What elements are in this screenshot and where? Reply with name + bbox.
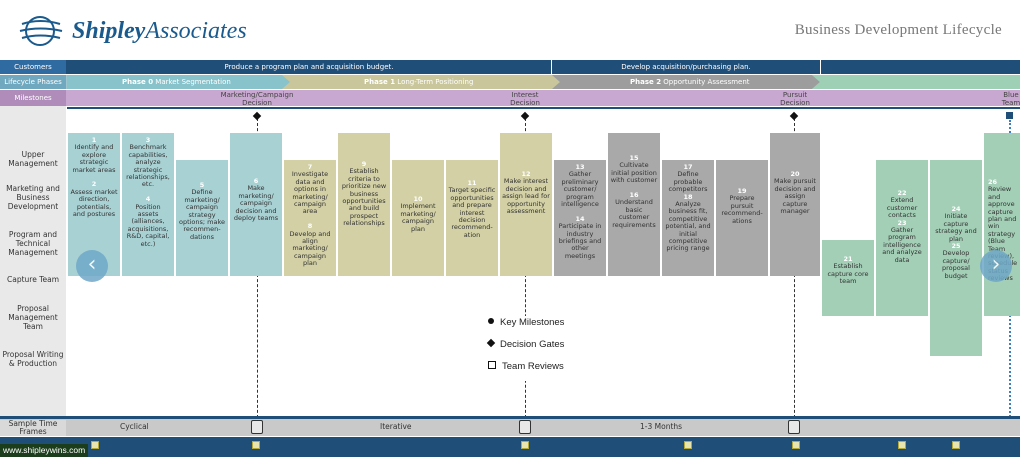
- decision-gate-diamond: [789, 111, 799, 121]
- previous-arrow-button[interactable]: ‹: [76, 250, 108, 282]
- gate-marker-icon: [788, 420, 800, 434]
- decision-gate-diamond: [520, 111, 530, 121]
- deliverable-icon[interactable]: [684, 441, 692, 449]
- lifecycle-label: Lifecycle Phases: [0, 75, 66, 89]
- band-divider: [551, 60, 552, 74]
- website-link[interactable]: www.shipleywins.com: [0, 444, 89, 457]
- legend: Key Milestones Decision Gates Team Revie…: [486, 316, 576, 381]
- timeframe-cyclical: Cyclical: [120, 422, 149, 431]
- brand-name: ShipleyAssociates: [72, 18, 247, 44]
- row-sample-time-frames: Sample Time Frames: [0, 420, 66, 436]
- phase-1-arrow: [282, 75, 560, 89]
- row-proposal-writing: Proposal Writing & Production: [2, 350, 64, 368]
- globe-icon: [19, 16, 63, 46]
- customers-label: Customers: [0, 60, 66, 74]
- next-arrow-button[interactable]: ›: [980, 250, 1012, 282]
- gate-marker-icon: [251, 420, 263, 434]
- timeline-rule: [67, 107, 1020, 109]
- legend-decision-gates: Decision Gates: [486, 338, 564, 350]
- page-title: Business Development Lifecycle: [794, 22, 1002, 38]
- band-divider: [820, 60, 821, 74]
- milestones-label: Milestones: [0, 90, 66, 106]
- phase-2-arrow: [552, 75, 820, 89]
- deliverable-icon[interactable]: [792, 441, 800, 449]
- milestones-row: [0, 90, 1020, 106]
- timeframe-1-3-months: 1-3 Months: [640, 422, 683, 431]
- timeframe-iterative: Iterative: [380, 422, 412, 431]
- customers-row: [0, 60, 1020, 74]
- phase-0-arrow: [67, 75, 290, 89]
- milestone-blue-team: Blue Team: [1001, 91, 1020, 107]
- deliverable-icon[interactable]: [898, 441, 906, 449]
- phase-2-label: Phase 2 Opportunity Assessment: [630, 78, 750, 86]
- chevron-right-icon: ›: [991, 252, 1001, 277]
- customer-band-1: Produce a program plan and acquisition b…: [224, 63, 394, 71]
- decision-gate-diamond: [252, 111, 262, 121]
- legend-team-reviews: Team Reviews: [488, 361, 564, 372]
- deliverables-row: [0, 437, 1020, 457]
- phase-1-label: Phase 1 Long-Term Positioning: [364, 78, 474, 86]
- row-capture-team: Capture Team: [6, 275, 60, 284]
- row-marketing-bd: Marketing and Business Development: [6, 184, 60, 211]
- timeframes-row: [0, 419, 1020, 436]
- team-review-square: [1006, 112, 1013, 119]
- timeframe-top-rule: [0, 416, 1020, 419]
- row-proposal-management: Proposal Management Team: [8, 304, 58, 331]
- gate-marker-icon: [519, 420, 531, 434]
- chevron-left-icon: ‹: [87, 252, 97, 277]
- deliverable-icon[interactable]: [521, 441, 529, 449]
- phase-3-arrow: [812, 75, 1020, 89]
- row-program-technical: Program and Technical Management: [8, 230, 58, 257]
- left-column: [0, 106, 66, 416]
- customer-band-2: Develop acquisition/purchasing plan.: [621, 63, 751, 71]
- circle-icon: [488, 318, 494, 324]
- legend-key-milestones: Key Milestones: [488, 317, 564, 328]
- milestone-marketing: Marketing/Campaign Decision: [220, 91, 294, 107]
- diamond-icon: [486, 338, 496, 348]
- row-upper-management: Upper Management: [8, 150, 58, 168]
- phase-arrows: [67, 75, 1020, 89]
- shipley-logo: [18, 14, 64, 48]
- milestone-interest: Interest Decision: [510, 91, 540, 107]
- deliverable-icon[interactable]: [252, 441, 260, 449]
- deliverable-icon[interactable]: [91, 441, 99, 449]
- milestone-pursuit: Pursuit Decision: [780, 91, 810, 107]
- square-icon: [488, 361, 496, 369]
- deliverable-icon[interactable]: [952, 441, 960, 449]
- phase-0-label: Phase 0 Market Segmentation: [122, 78, 231, 86]
